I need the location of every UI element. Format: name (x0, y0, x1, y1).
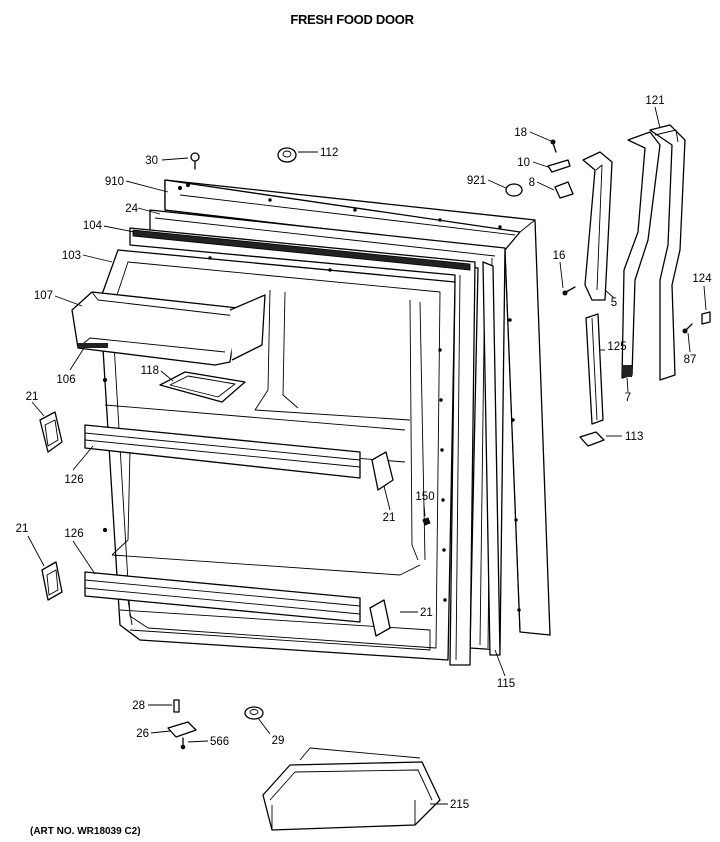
outer-door-panel (164, 179, 551, 636)
screw-124 (701, 311, 711, 325)
callout-21-lower-left: 21 (16, 523, 29, 535)
callout-103: 103 (62, 250, 81, 262)
screw-30 (190, 152, 200, 170)
callout-7: 7 (625, 392, 631, 404)
leader-lines (27, 106, 707, 805)
callout-126-upper: 126 (64, 474, 83, 486)
shelf-end-cap-left-lower (41, 561, 63, 601)
screw-16 (562, 286, 576, 296)
shelf-end-cap-right-upper (371, 451, 394, 491)
shelf-end-cap-right-lower (369, 599, 391, 637)
callout-87: 87 (684, 354, 697, 366)
callout-labels: 30 112 910 24 104 103 107 106 118 21 126… (16, 95, 713, 811)
callout-107: 107 (34, 290, 53, 302)
callout-28: 28 (132, 700, 145, 712)
callout-29: 29 (272, 735, 285, 747)
washer-29 (244, 706, 264, 720)
callout-8: 8 (529, 177, 535, 189)
cap-921 (505, 183, 523, 197)
screw-87 (682, 323, 693, 334)
screw-566 (180, 737, 186, 750)
callout-21-upper-right: 21 (383, 512, 396, 524)
callout-112: 112 (320, 147, 338, 159)
callout-150: 150 (415, 491, 434, 503)
part-118-cover (159, 371, 246, 403)
callout-118: 118 (141, 365, 159, 377)
door-handle-121 (621, 124, 686, 381)
hinge-plate-26 (167, 721, 197, 738)
stop-28 (173, 699, 180, 713)
diagram-title: FRESH FOOD DOOR (290, 12, 414, 27)
screw-18 (550, 139, 557, 153)
callout-113: 113 (625, 431, 643, 443)
plug-112 (277, 147, 297, 163)
callout-18: 18 (514, 127, 527, 139)
callout-126-lower: 126 (64, 528, 83, 540)
callout-566: 566 (210, 736, 229, 748)
hinge-8 (554, 181, 574, 199)
callout-121: 121 (645, 95, 664, 107)
screw-150 (422, 517, 431, 526)
callout-24: 24 (125, 203, 138, 215)
spacer-113 (579, 431, 605, 447)
callout-21-upper-left: 21 (26, 391, 39, 403)
lower-shelf-bar (84, 571, 361, 623)
callout-10: 10 (517, 157, 530, 169)
callout-26: 26 (136, 728, 149, 740)
callout-16: 16 (553, 250, 566, 262)
callout-21-lower-right: 21 (420, 607, 433, 619)
callout-104: 104 (83, 220, 103, 232)
callout-921: 921 (467, 175, 486, 187)
callout-5: 5 (611, 297, 617, 309)
upper-shelf-bar (84, 424, 361, 479)
art-number: (ART NO. WR18039 C2) (30, 826, 141, 837)
hinge-cover-10 (547, 159, 571, 173)
callout-106: 106 (56, 374, 75, 386)
handle-bracket-125 (585, 313, 604, 425)
callout-115: 115 (497, 678, 515, 690)
side-trim-strip-115 (482, 261, 501, 656)
callout-125: 125 (607, 341, 626, 353)
callout-215: 215 (450, 799, 469, 811)
hinge-bracket-5 (582, 151, 613, 301)
callout-124: 124 (692, 273, 712, 285)
door-bin-215 (262, 747, 441, 831)
shelf-end-cap-left-upper (39, 411, 63, 453)
callout-30: 30 (145, 155, 158, 167)
dairy-compartment-door (71, 291, 266, 366)
breaker-strip (129, 227, 476, 666)
callout-910: 910 (105, 176, 124, 188)
